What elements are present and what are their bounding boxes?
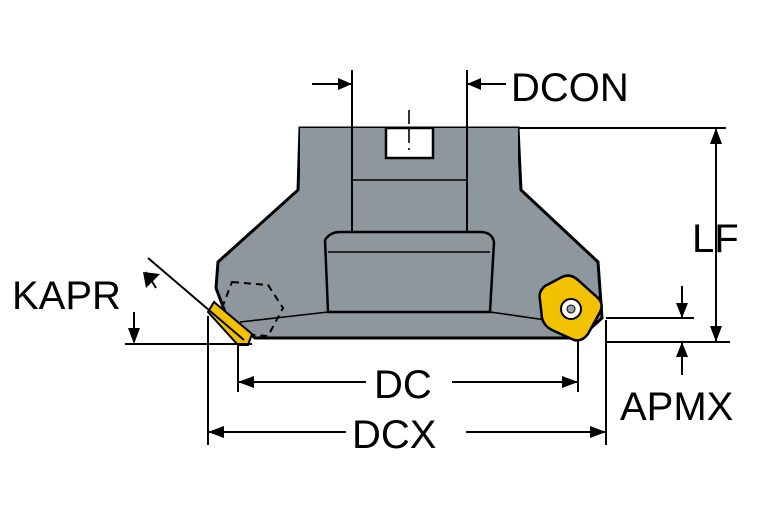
left-insert-hidden-outline <box>220 280 285 338</box>
apmx-arrowhead-upper <box>676 303 688 318</box>
right-insert-screw-socket <box>566 304 576 314</box>
kapr-edge-extension <box>147 257 245 341</box>
dcx-arrowhead-right <box>590 426 606 438</box>
right-insert <box>538 274 603 342</box>
kapr-arrowhead-lower <box>128 328 140 344</box>
dimension-lines <box>125 70 730 445</box>
dcon-arrowhead-left <box>338 78 352 90</box>
dcon-label: DCON <box>511 66 629 110</box>
lf-label: LF <box>692 217 739 261</box>
apmx-arrowhead-lower <box>676 342 688 357</box>
dcx-arrowhead-left <box>208 426 224 438</box>
apmx-label: APMX <box>620 385 733 429</box>
dcon-arrowhead-right <box>467 78 481 90</box>
counterbore <box>323 230 496 314</box>
left-insert-edge <box>206 300 254 346</box>
kapr-arrowhead-upper <box>143 272 160 288</box>
dc-label: DC <box>374 363 432 407</box>
dcx-label: DCX <box>352 413 436 457</box>
dc-arrowhead-left <box>238 376 254 388</box>
lf-arrowhead-top <box>710 128 722 144</box>
cutter-body <box>214 126 604 340</box>
kapr-label: KAPR <box>12 274 121 318</box>
face-line-left <box>239 311 329 323</box>
lf-arrowhead-bottom <box>710 326 722 342</box>
bore <box>351 128 468 232</box>
dc-arrowhead-right <box>562 376 578 388</box>
left-insert <box>206 280 285 346</box>
